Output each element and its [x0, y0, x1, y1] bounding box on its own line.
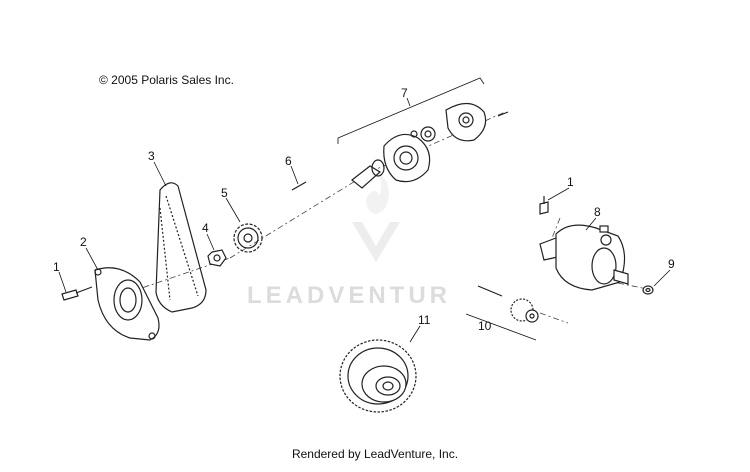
- callout-3: 3: [148, 149, 155, 163]
- callout-9: 9: [668, 257, 675, 271]
- watermark-text: LEADVENTUR: [247, 282, 452, 309]
- part-10-idler-gear: [477, 285, 539, 323]
- part-5-sprocket: [233, 223, 263, 253]
- part-8-starter-motor: [539, 224, 629, 291]
- part-11-large-gear: [339, 339, 417, 413]
- part-3-chain: [155, 182, 207, 313]
- part-1-bolt-right: [539, 196, 549, 215]
- part-6-pin: [291, 181, 307, 191]
- watermark-logo: [352, 172, 400, 262]
- callout-labels: 1 2 3 4 5 6 7 1 8 9 10 11: [53, 86, 675, 333]
- part-9-washer: [642, 285, 654, 295]
- callout-2: 2: [80, 235, 87, 249]
- callout-1-left: 1: [53, 260, 60, 274]
- part-7-clutch-assembly: [351, 102, 509, 189]
- callout-11: 11: [418, 313, 431, 327]
- callout-8: 8: [594, 205, 601, 219]
- copyright-text: © 2005 Polaris Sales Inc.: [99, 73, 234, 87]
- callout-1-right: 1: [567, 175, 574, 189]
- callout-5: 5: [221, 186, 228, 200]
- callout-4: 4: [202, 221, 209, 235]
- part-4-nut: [207, 249, 227, 267]
- leader-lines: [58, 77, 671, 343]
- part-1-bolt-left: [61, 286, 93, 301]
- footer-credit: Rendered by LeadVenture, Inc.: [291, 447, 459, 461]
- callout-10: 10: [478, 319, 492, 333]
- callout-7: 7: [401, 86, 408, 100]
- part-2-cover-plate: [94, 267, 160, 341]
- callout-6: 6: [285, 154, 292, 168]
